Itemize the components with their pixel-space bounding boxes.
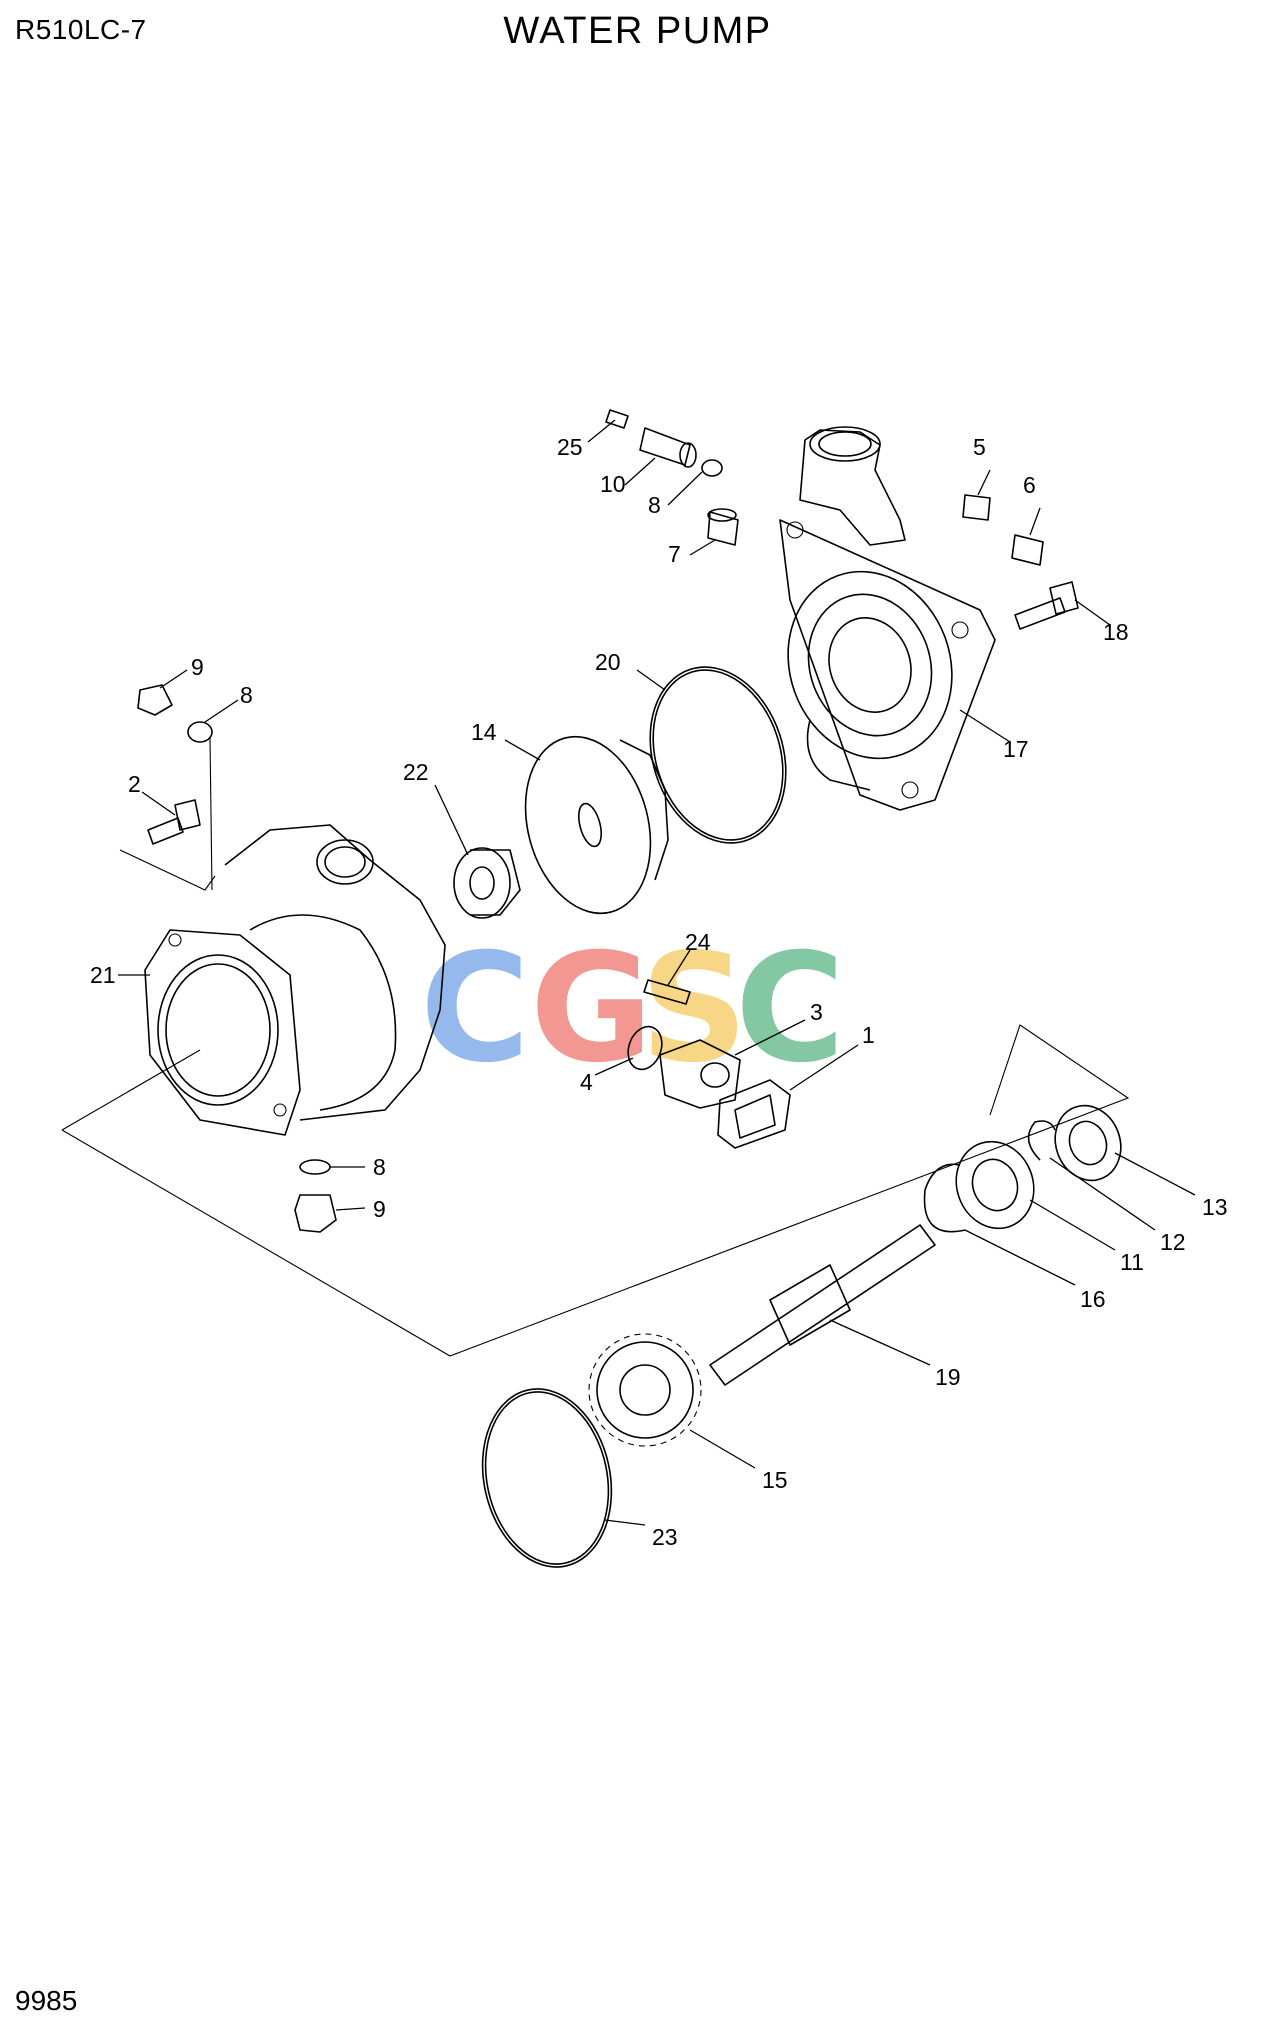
watermark-letter-c1: C: [420, 922, 530, 1096]
part-7-plug: [707, 508, 739, 546]
part-16-circlip: [923, 1163, 966, 1233]
part-8-oring-upper: [701, 459, 723, 477]
watermark-letter-s: S: [640, 922, 748, 1096]
part-18-bolt: [1014, 581, 1079, 630]
part-25-pin: [605, 409, 629, 429]
callout-2: 2: [128, 771, 141, 797]
callout-7: 7: [668, 541, 681, 567]
callout-22: 22: [403, 759, 429, 785]
part-12-snap-ring: [1027, 1120, 1056, 1161]
callout-18: 18: [1103, 619, 1129, 645]
callout-24: 24: [685, 929, 711, 955]
callout-19: 19: [935, 1364, 961, 1390]
housing-guide-line: [61, 1049, 201, 1131]
part-2-bolt: [147, 799, 201, 845]
callout-25: 25: [557, 434, 583, 460]
lower-assembly-frame: [61, 1024, 1130, 1357]
part-4-oring: [627, 1025, 663, 1071]
part-14-impeller: [524, 735, 669, 915]
callout-5: 5: [973, 434, 986, 460]
callout-12: 12: [1160, 1229, 1186, 1255]
part-20-oring: [649, 666, 787, 844]
callout-4: 4: [580, 1069, 593, 1095]
callout-6: 6: [1023, 472, 1036, 498]
callout-20: 20: [595, 649, 621, 675]
callout-1: 1: [862, 1022, 875, 1048]
part-9-plug-upper: [137, 684, 173, 716]
part-24-bolt: [643, 979, 691, 1005]
part-3-elbow: [659, 1039, 741, 1109]
part-22-seal: [453, 847, 521, 919]
model-number: R510LC-7: [15, 14, 147, 45]
leader-lines: [118, 419, 1196, 1526]
part-9-plug-lower: [294, 1194, 337, 1233]
part-6-plug: [1011, 534, 1044, 566]
callout-14: 14: [471, 719, 497, 745]
part-1-gasket: [717, 1079, 791, 1149]
callout-17: 17: [1003, 736, 1029, 762]
part-13-seal: [1054, 1104, 1122, 1182]
callout-8-upper: 8: [648, 492, 661, 518]
callout-23: 23: [652, 1524, 678, 1550]
callout-9-lower: 9: [373, 1196, 386, 1222]
part-15-gear: [588, 1333, 702, 1447]
callout-21: 21: [90, 962, 116, 988]
callout-11: 11: [1120, 1249, 1144, 1275]
part-23-oring: [481, 1388, 613, 1568]
watermark-letter-g: G: [530, 922, 653, 1096]
callout-8-lower: 8: [373, 1154, 386, 1180]
part-10-fitting: [639, 427, 697, 468]
part-8-washer-upper: [187, 721, 213, 743]
callout-labels: 25 10 8 7 5 6 18 17 20 14 22 9 8 2 21 24…: [90, 434, 1228, 1550]
bolt-guide-line: [119, 849, 216, 891]
callout-10: 10: [600, 471, 626, 497]
part-17-cover: [779, 426, 996, 811]
callout-3: 3: [810, 999, 823, 1025]
callout-13: 13: [1202, 1194, 1228, 1220]
plug-guide-line: [209, 737, 213, 891]
watermark-letter-c2: C: [735, 922, 845, 1096]
part-11-bearing: [955, 1140, 1035, 1230]
callout-16: 16: [1080, 1286, 1106, 1312]
callout-15: 15: [762, 1467, 788, 1493]
part-8-oring-lower: [299, 1159, 331, 1175]
callout-8-body: 8: [240, 682, 253, 708]
part-19-shaft: [709, 1224, 936, 1386]
part-5-plug: [962, 494, 991, 521]
cgsc-watermark: C G S C: [420, 922, 845, 1096]
page-title: WATER PUMP: [503, 10, 772, 52]
part-21-pump-body: [144, 824, 446, 1136]
callout-9-upper: 9: [191, 654, 204, 680]
page-number: 9985: [15, 1985, 78, 2016]
assembly-frame: [61, 737, 1130, 1357]
